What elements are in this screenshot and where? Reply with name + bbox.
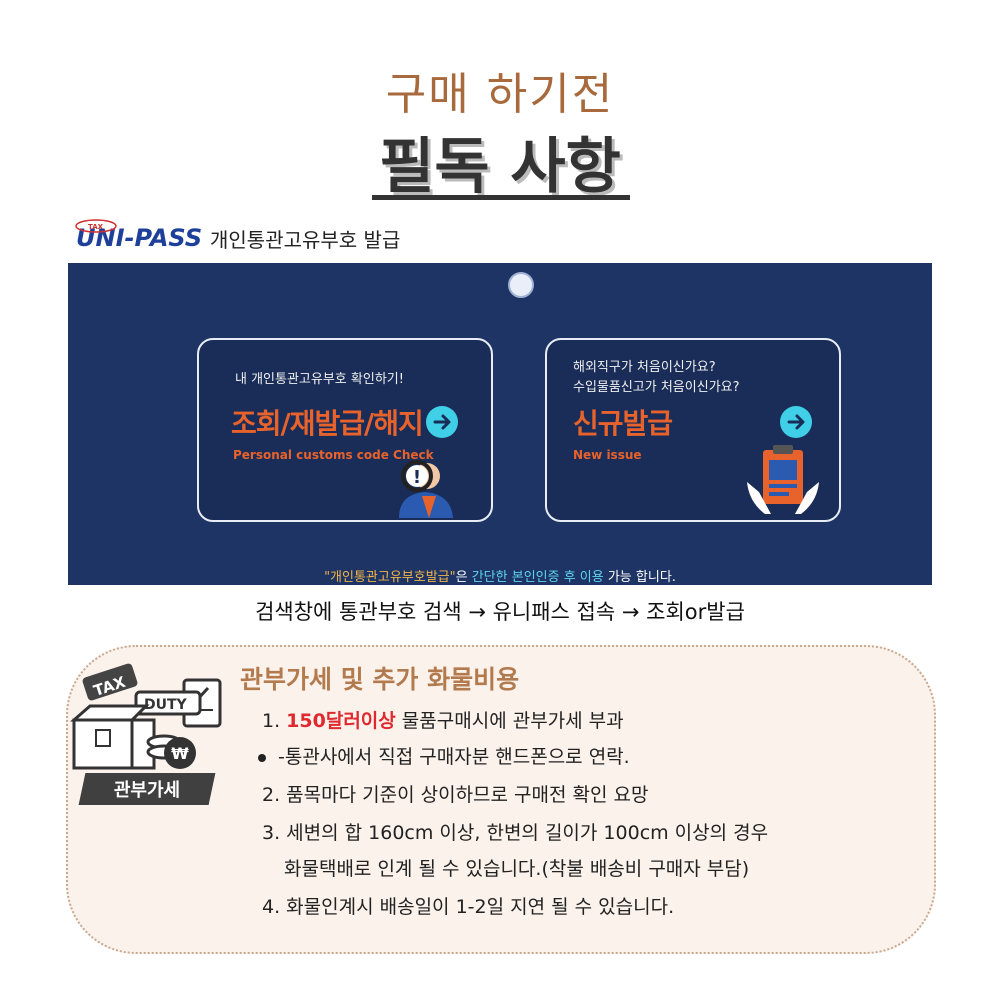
- card-check-title: 조회/재발급/해지: [231, 407, 424, 440]
- info-item-1-prefix: 1.: [262, 710, 287, 732]
- card-new-title: 신규발급: [573, 407, 673, 440]
- info-bullet-text: -통관사에서 직접 구매자분 핸드폰으로 연락.: [278, 746, 630, 768]
- lookup-reissue-card[interactable]: 내 개인통관고유부호 확인하기! 조회/재발급/해지 Personal cust…: [197, 338, 493, 522]
- info-item-1-highlight: 150달러이상: [286, 710, 396, 732]
- bullet-icon: [258, 753, 266, 762]
- new-issue-card[interactable]: 해외직구가 처음이신가요? 수입물품신고가 처음이신가요? 신규발급 New i…: [545, 338, 841, 522]
- info-title: 관부가세 및 추가 화물비용: [240, 665, 520, 694]
- banner-note: "개인통관고유부호발급"은 간단한 본인인증 후 이용 가능 합니다.: [68, 566, 932, 585]
- tax-duty-icon: TAX DUTY ₩: [70, 663, 222, 770]
- clipboard-hands-icon: [747, 445, 819, 514]
- svg-text:TAX: TAX: [88, 223, 104, 231]
- banner-note-highlight: 간단한 본인인증 후 이용: [471, 570, 604, 585]
- banner-note-mid: 은: [455, 570, 472, 585]
- info-item-2: 2. 품목마다 기준이 상이하므로 구매전 확인 요망: [262, 784, 649, 806]
- card-new-english: New issue: [573, 448, 642, 462]
- info-item-4: 4. 화물인계시 배송일이 1-2일 지연 될 수 있습니다.: [262, 896, 675, 918]
- arrow-right-icon[interactable]: [426, 406, 458, 438]
- search-guide-text: 검색창에 통관부호 검색 → 유니패스 접속 → 조회or발급: [255, 600, 745, 624]
- card-new-caption-2: 수입물품신고가 처음이신가요?: [573, 380, 740, 395]
- svg-text:₩: ₩: [171, 744, 189, 763]
- page-title: 필독 사항: [379, 132, 621, 202]
- banner-note-end: 가능 합니다.: [603, 570, 676, 585]
- info-item-1: 1. 150달러이상 물품구매시에 관부가세 부과: [262, 706, 624, 733]
- title-underline: [372, 195, 630, 200]
- info-bullet: -통관사에서 직접 구매자분 핸드폰으로 연락.: [258, 742, 630, 769]
- svg-text:DUTY: DUTY: [144, 697, 188, 713]
- info-item-1-rest: 물품구매시에 관부가세 부과: [395, 710, 624, 732]
- banner-indicator-icon: [508, 272, 534, 298]
- page-subtitle: 구매 하기전: [385, 69, 615, 120]
- card-check-english: Personal customs code Check: [233, 448, 434, 462]
- card-new-caption-1: 해외직구가 처음이신가요?: [573, 360, 716, 375]
- svg-text:!: !: [413, 467, 421, 488]
- info-item-3-line-1: 3. 세변의 합 160cm 이상, 한변의 길이가 100cm 이상의 경우: [262, 822, 769, 844]
- info-item-3-line-2: 화물택배로 인계 될 수 있습니다.(착불 배송비 구매자 부담): [284, 858, 750, 880]
- tax-label: 관부가세: [113, 780, 181, 801]
- unipass-heading: 개인통관고유부호 발급: [210, 228, 401, 252]
- unipass-logo: UNI-PASS TAX: [75, 219, 202, 252]
- magnifier-person-icon: !: [399, 460, 453, 518]
- card-check-caption: 내 개인통관고유부호 확인하기!: [235, 372, 404, 387]
- svg-text:UNI-PASS: UNI-PASS: [76, 224, 202, 252]
- arrow-right-icon[interactable]: [780, 406, 812, 438]
- banner-note-quote: "개인통관고유부호발급": [324, 570, 456, 585]
